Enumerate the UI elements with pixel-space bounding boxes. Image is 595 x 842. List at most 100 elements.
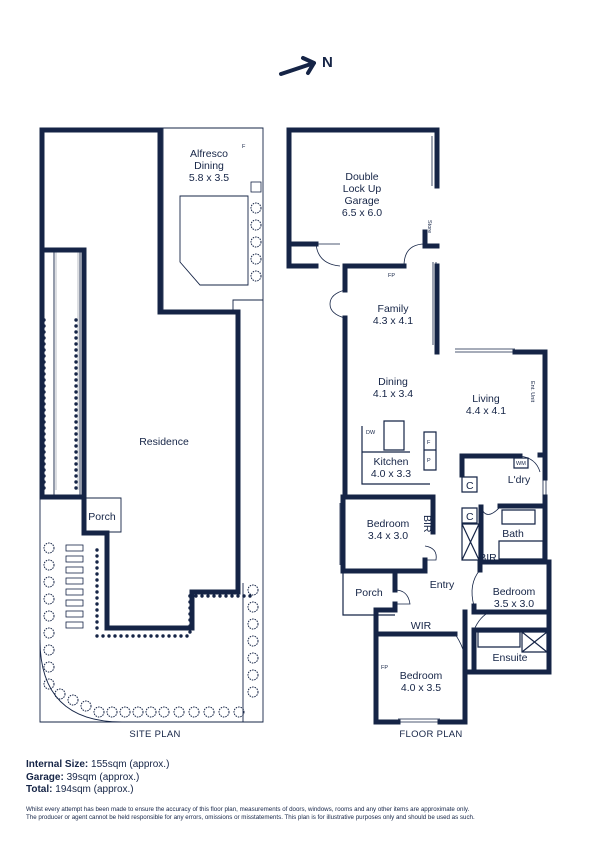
hedge-dot — [95, 608, 99, 612]
site-boundary — [39, 127, 264, 723]
internal-size-label: Internal Size: — [26, 759, 89, 770]
hedge-dot — [95, 572, 99, 576]
hedge-dot — [206, 594, 210, 598]
shrub-icon — [188, 706, 200, 718]
hedge-dot — [155, 634, 159, 638]
hedge-dot — [42, 438, 46, 442]
garage-fp-tag: FP — [388, 273, 395, 279]
hedge-dot — [230, 594, 234, 598]
residence-outline — [39, 127, 241, 631]
hedge-dot — [95, 596, 99, 600]
alfresco-label-2: Dining — [194, 160, 224, 172]
hedge-dot — [42, 456, 46, 460]
paver — [65, 599, 84, 607]
porch-label: Porch — [355, 587, 383, 599]
hedge-dot — [42, 468, 46, 472]
shrub-icon — [43, 610, 55, 622]
shrub-icon — [43, 593, 55, 605]
floor-plan: Double Lock Up Garage 6.5 x 6.0 Store FP… — [286, 127, 552, 740]
linen-1: C — [466, 480, 474, 492]
hedge-dot — [74, 420, 78, 424]
hedge-dot — [95, 590, 99, 594]
shrub-icon — [250, 253, 262, 265]
hedge-dot — [74, 474, 78, 478]
shrub-icon — [247, 584, 259, 596]
shrub-icon — [247, 618, 259, 630]
hedge-dot — [95, 566, 99, 570]
entry-walls — [373, 568, 401, 725]
hedge-dot — [95, 634, 99, 638]
hedge-dot — [119, 634, 123, 638]
linen-2: C — [466, 511, 474, 523]
hedge-dot — [42, 330, 46, 334]
disclaimer: Whilst every attempt has been made to en… — [26, 806, 586, 822]
shrub-icon — [218, 706, 230, 718]
hedge-dot — [188, 600, 192, 604]
hedge-dot — [173, 634, 177, 638]
hedge-dot — [42, 462, 46, 466]
hedge-dot — [101, 634, 105, 638]
kitchen-label: Kitchen — [373, 456, 408, 468]
garage-label-2: Lock Up — [343, 183, 382, 195]
hedge-dot — [74, 456, 78, 460]
hedge-dot — [42, 318, 46, 322]
hedge-dot — [167, 634, 171, 638]
hedge-dot — [74, 432, 78, 436]
bir-2: BIR — [479, 552, 497, 564]
disclaimer-line-2: The producer or agent cannot be held res… — [26, 814, 475, 821]
hedge-dot — [74, 462, 78, 466]
bed1-label: Bedroom — [400, 670, 443, 682]
ensuite-window — [492, 669, 535, 674]
bed1-window — [398, 718, 440, 723]
hedge-dot — [74, 366, 78, 370]
hedge-dot — [74, 450, 78, 454]
garage-door-1 — [315, 243, 341, 267]
bath-label: Bath — [502, 528, 524, 540]
bath-walls — [478, 503, 548, 565]
kitchen-size: 4.0 x 3.3 — [371, 468, 411, 480]
garage-size-row: Garage: 39sqm (approx.) — [26, 772, 169, 785]
garage-lower — [286, 241, 319, 269]
hedge-dot — [74, 318, 78, 322]
bath-window — [542, 480, 547, 495]
shrub-icon — [43, 627, 55, 639]
hedge-dot — [74, 402, 78, 406]
hedge-dot — [42, 336, 46, 340]
hedge-dot — [188, 594, 192, 598]
hedge-dot — [137, 634, 141, 638]
hedge-dot — [143, 634, 147, 638]
site-fridge-tag: F — [242, 144, 246, 150]
hedge-dot — [42, 444, 46, 448]
shrub-icon — [173, 706, 185, 718]
hedge-dot — [42, 426, 46, 430]
hedge-dot — [95, 554, 99, 558]
shrub-icon — [54, 688, 66, 700]
hedge-dot — [113, 634, 117, 638]
living-size: 4.4 x 4.1 — [466, 405, 506, 417]
internal-size-value: 155sqm (approx.) — [91, 759, 170, 770]
side-path — [53, 248, 81, 498]
north-label: N — [322, 54, 333, 71]
area-summary: Internal Size: 155sqm (approx.) Garage: … — [26, 759, 169, 797]
wm-box — [513, 457, 529, 469]
hedge-dot — [188, 624, 192, 628]
hedge-dot — [95, 584, 99, 588]
bbq-icon — [250, 181, 262, 193]
shrub-icon — [145, 706, 157, 718]
family-door — [329, 289, 346, 319]
hedge-dot — [42, 378, 46, 382]
hedge-dot — [42, 354, 46, 358]
wm-tag: WM — [516, 461, 526, 467]
garage-label-3: Garage — [344, 195, 379, 207]
hedge-dot — [95, 620, 99, 624]
bed3-walls — [471, 559, 552, 628]
alfresco-size: 5.8 x 3.5 — [189, 172, 229, 184]
hedge-dot — [74, 378, 78, 382]
shrub-icon — [43, 661, 55, 673]
ensuite-door — [473, 611, 491, 631]
hedge-dot — [74, 348, 78, 352]
shrub-icon — [247, 686, 259, 698]
garage-window — [431, 136, 436, 186]
hedge-dot — [149, 634, 153, 638]
